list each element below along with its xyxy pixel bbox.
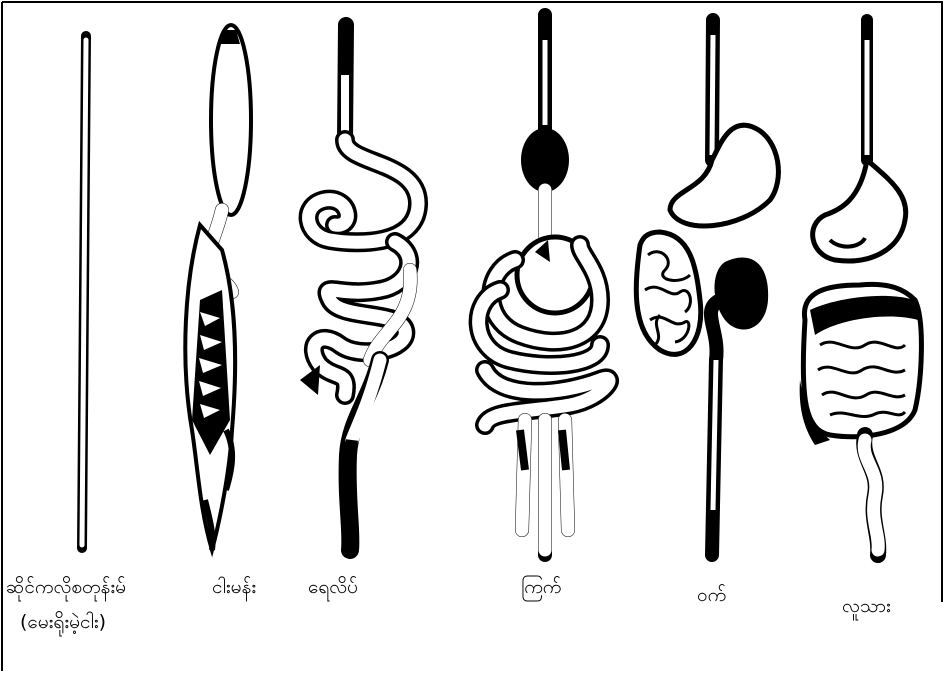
bird-digestive-tract [479,15,609,555]
shark-digestive-tract [185,25,251,550]
bird-label: ကြက် [521,575,561,599]
frog-label: ရေလိပ် [308,575,358,599]
fish-label: ဆိုင်ကလိုစတုန်းမ် [6,575,126,599]
human-digestive-tract [800,20,922,555]
fish-sublabel: (မေးရိုးမဲ့ငါး) [20,610,106,634]
pig-label: ဝက် [697,583,726,607]
frog-digestive-tract [300,25,418,550]
shark-label: ငါးမန်း [212,575,256,599]
pig-digestive-tract [636,20,778,555]
fish-digestive-tract [82,36,86,548]
human-label: လူသား [842,594,891,618]
